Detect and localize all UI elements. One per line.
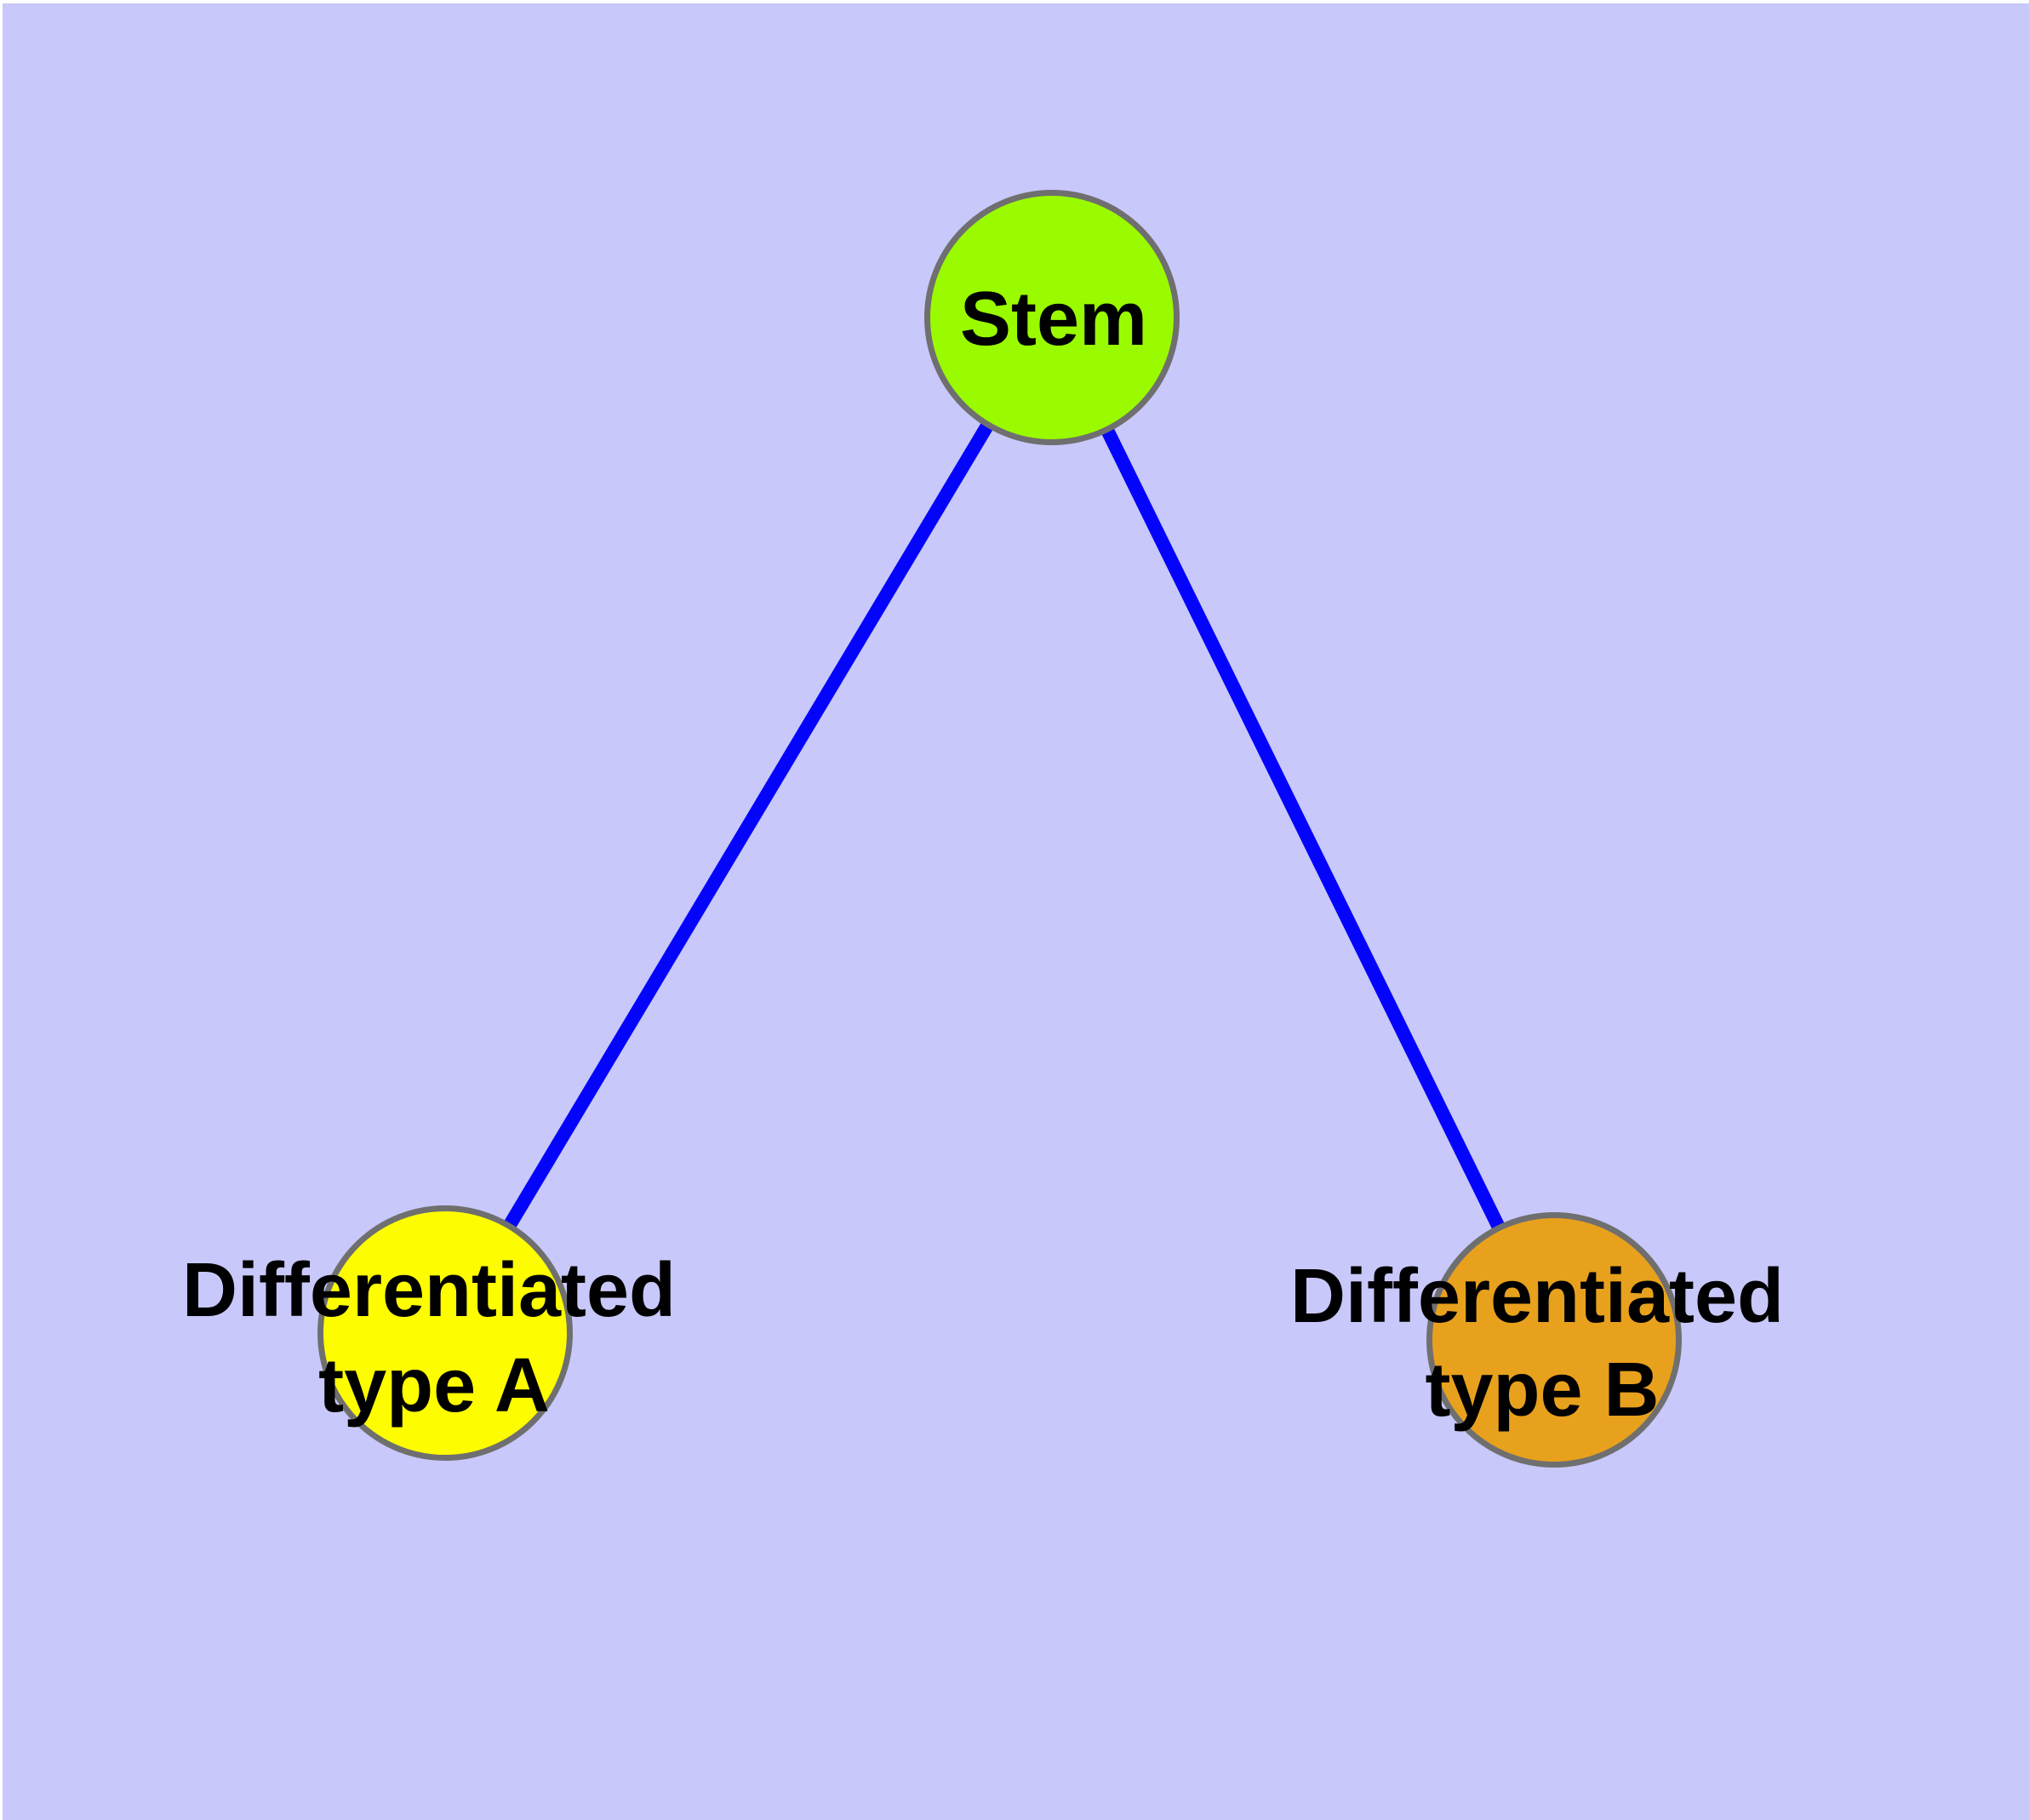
node-differentiated-type-a-label-line2: type A [318,1343,550,1428]
node-differentiated-type-a-circle[interactable] [317,1205,573,1461]
node-differentiated-type-b-label-line2: type B [1425,1348,1659,1433]
edge-stem-to-type-a [439,313,1058,1337]
node-differentiated-type-b-circle[interactable] [1426,1212,1682,1468]
edge-stem-to-type-b [1045,314,1561,1343]
node-stem-label: Stem [960,277,1147,362]
node-stem-circle[interactable] [924,190,1180,445]
node-differentiated-type-a-label-line1: Differentiated [182,1248,676,1333]
node-differentiated-type-b-label-line1: Differentiated [1290,1254,1784,1339]
